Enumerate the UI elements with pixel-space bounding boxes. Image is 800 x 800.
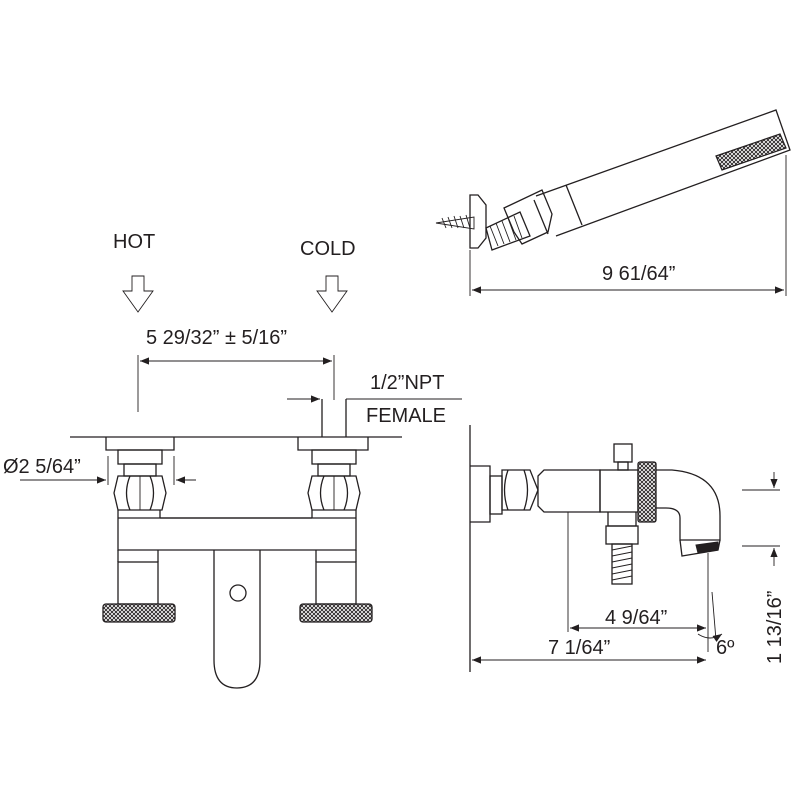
overall-depth-label: 7 1/64” — [548, 637, 610, 659]
diverter-lever — [213, 550, 261, 689]
hot-flange — [105, 437, 175, 451]
holder-clamp — [503, 189, 553, 245]
cold-handle-knob — [299, 603, 373, 623]
cold-flange — [297, 437, 369, 451]
hand-shower-view: 9 61/64” — [435, 109, 791, 296]
spray-face — [715, 133, 787, 171]
dimension-spout-height: 1 13/16” — [742, 472, 786, 664]
dimension-npt-connection: 1/2”NPT FEMALE — [287, 372, 462, 437]
mixer-body — [117, 510, 357, 551]
hot-connector — [113, 449, 167, 511]
dimension-center-distance: 5 29/32” ± 5/16” — [137, 327, 335, 412]
hot-label: HOT — [113, 231, 155, 253]
dimension-overall-depth: 7 1/64” — [472, 637, 706, 664]
cold-cartridge — [315, 561, 357, 605]
hot-inlet-arrow-icon — [122, 275, 154, 313]
npt-size-label: 1/2”NPT — [370, 372, 444, 394]
hand-shower-length-label: 9 61/64” — [602, 263, 675, 285]
side-flange — [470, 465, 491, 523]
cold-inlet-arrow-icon — [316, 275, 348, 313]
spout-angle-label: 6º — [716, 637, 735, 659]
diverter-knob — [613, 443, 633, 463]
dimension-hand-shower-length: 9 61/64” — [469, 155, 787, 296]
front-view: HOT COLD 5 29/32” ± 5/16” 1/2”NPT FEMALE — [3, 231, 462, 689]
side-knurled-ring — [637, 461, 657, 523]
spout-height-label: 1 13/16” — [764, 591, 786, 664]
center-distance-label: 5 29/32” ± 5/16” — [146, 327, 287, 349]
wall-bracket — [469, 194, 487, 249]
dimension-flange-diameter: Ø2 5/64” — [3, 456, 196, 485]
side-body — [537, 469, 601, 513]
hot-handle-knob — [102, 603, 176, 623]
side-hose-spring — [611, 543, 633, 585]
side-spout — [656, 469, 721, 541]
hand-shower-handle — [535, 109, 791, 237]
flange-diameter-label: Ø2 5/64” — [3, 456, 81, 478]
diverter-pin-icon — [229, 584, 247, 602]
hose-spring — [485, 211, 531, 251]
wall-screw — [435, 214, 475, 230]
side-view: 1 13/16” 4 9/64” 6º 7 1/64” — [469, 425, 786, 672]
spout-reach-label: 4 9/64” — [605, 607, 667, 629]
cold-connector — [307, 449, 361, 511]
hose-outlet — [607, 512, 637, 527]
dimension-spout-angle: 6º — [697, 591, 735, 659]
hot-cartridge — [117, 561, 159, 605]
npt-type-label: FEMALE — [366, 405, 446, 427]
side-nut — [501, 469, 539, 511]
cold-label: COLD — [300, 238, 356, 260]
